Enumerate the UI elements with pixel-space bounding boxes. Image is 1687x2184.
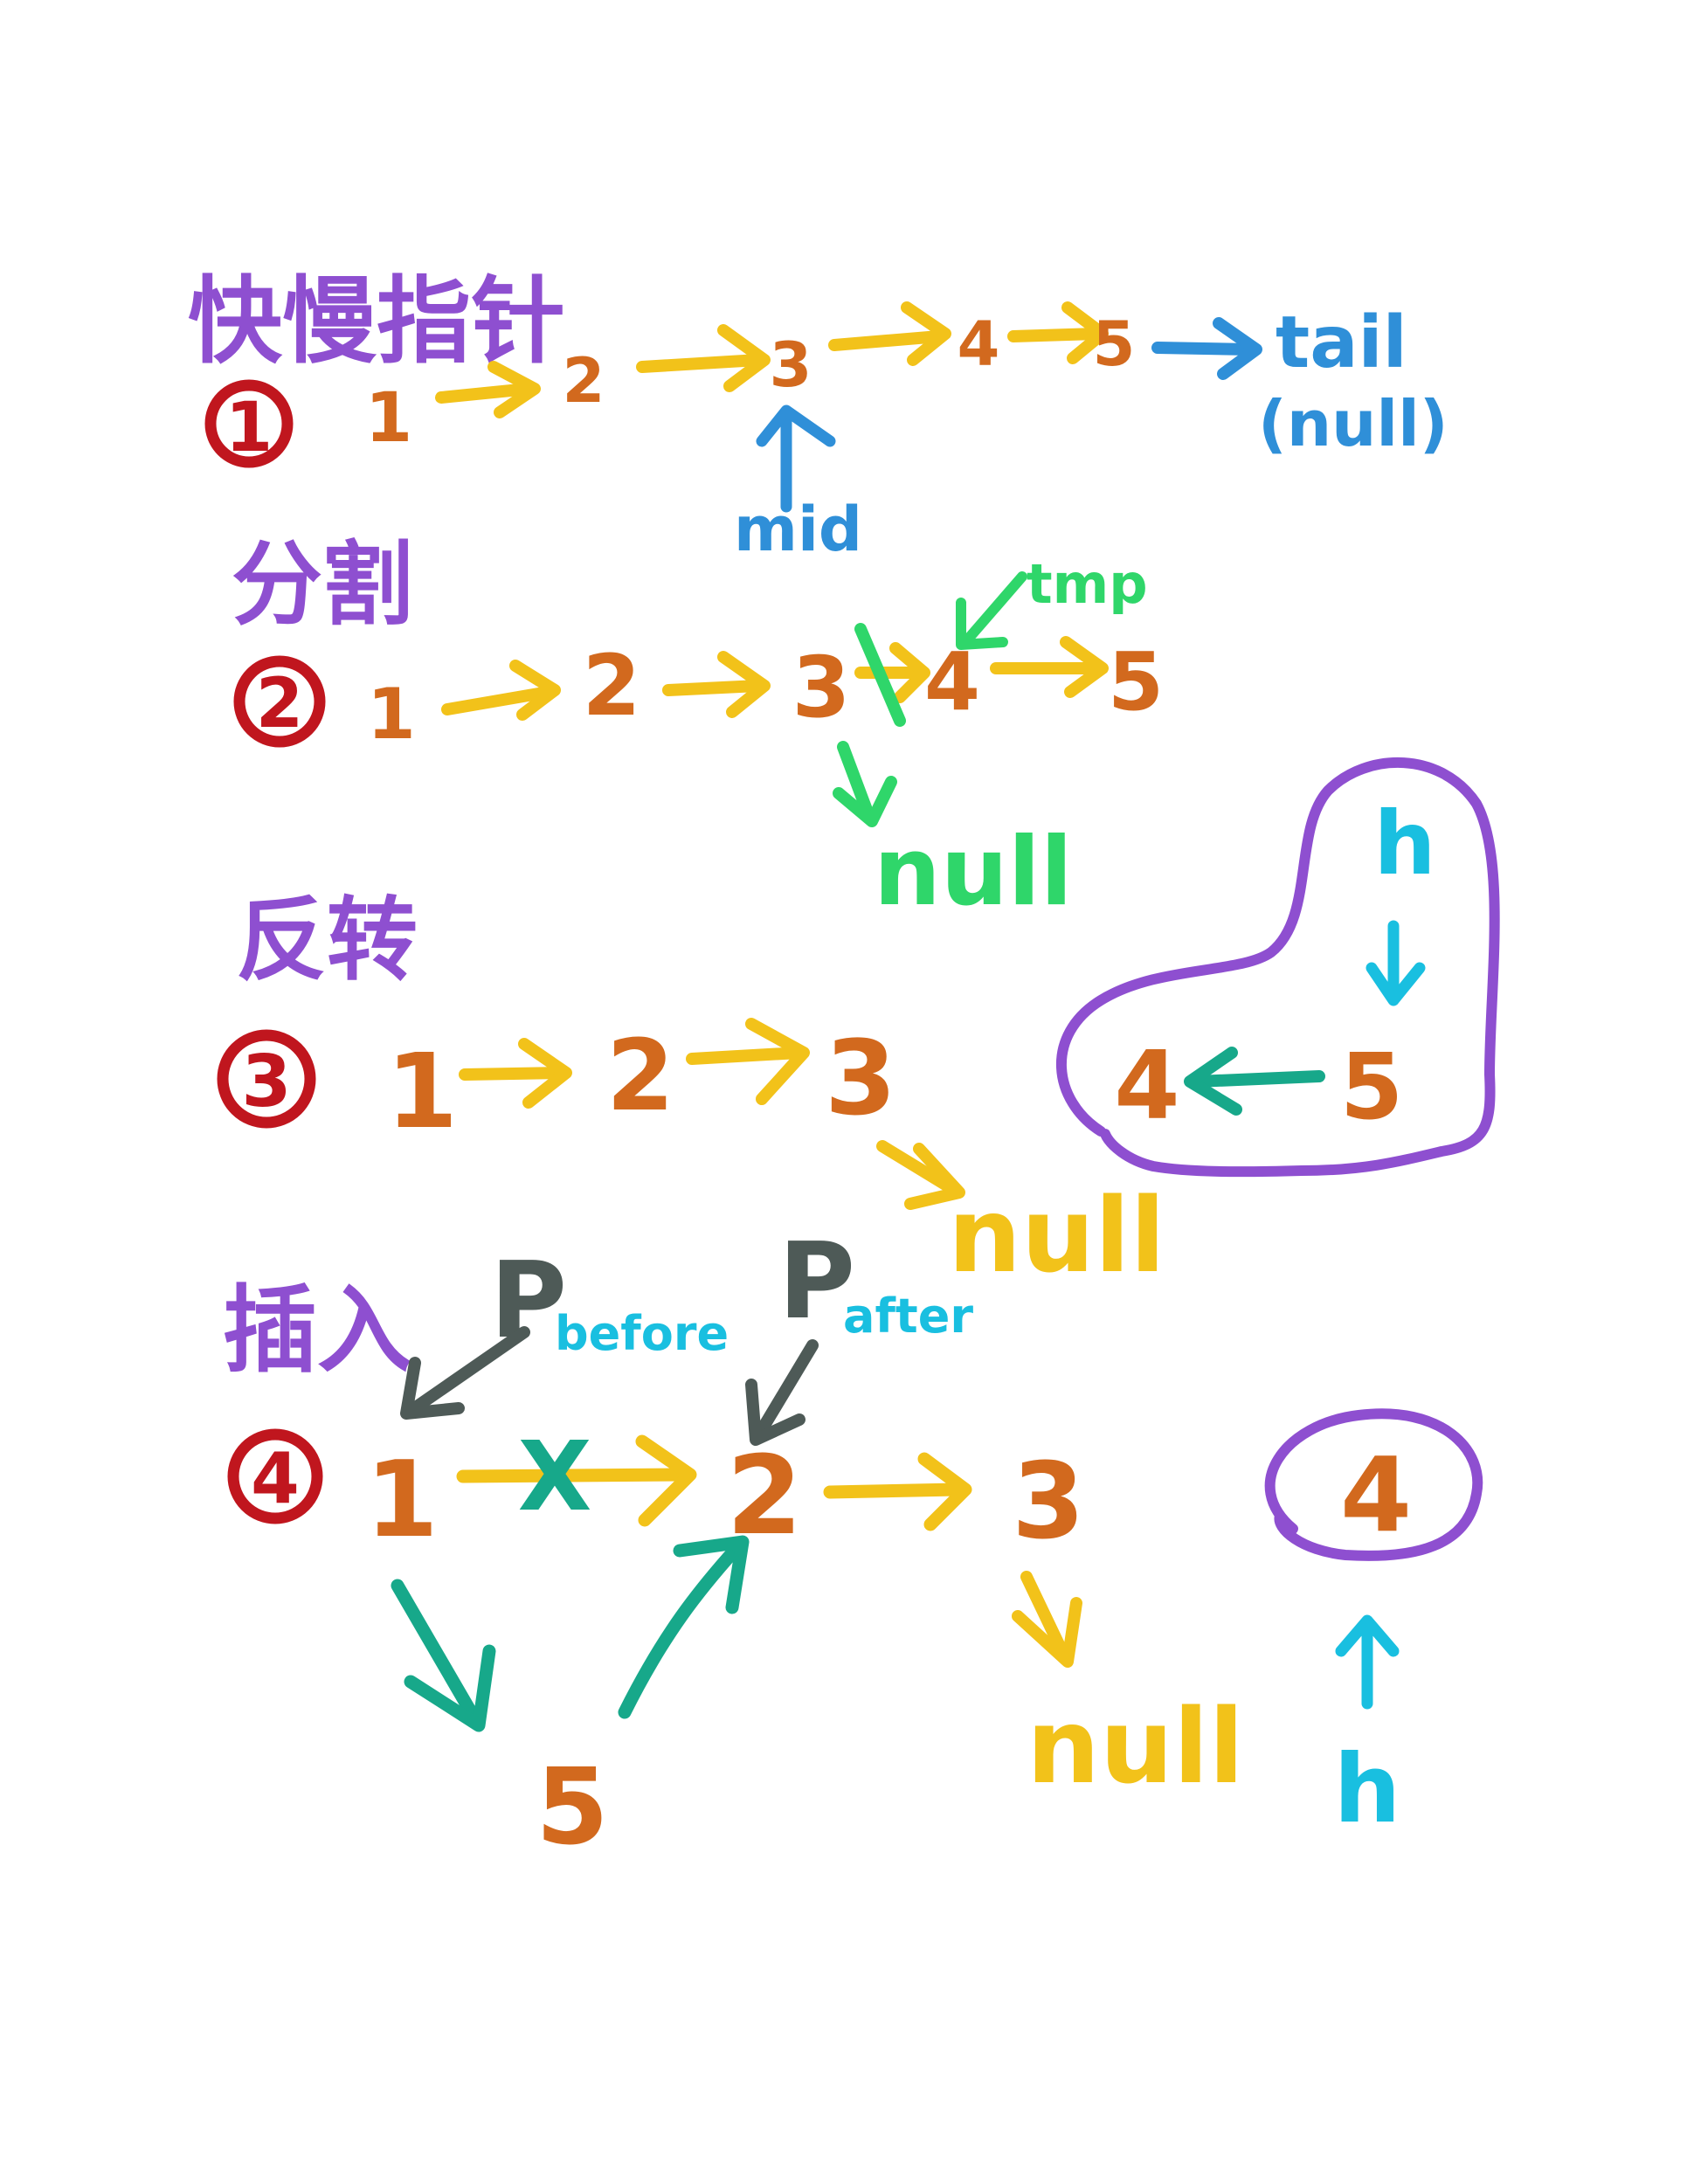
s4-h-label: h xyxy=(1334,1735,1401,1844)
s4-cross-mark: X xyxy=(518,1420,592,1532)
step-4-circle xyxy=(227,1428,323,1524)
step-1-number: 1 xyxy=(225,389,273,467)
s2-node-1: 1 xyxy=(367,674,416,755)
s2-node-4: 4 xyxy=(924,635,980,729)
s4-p-before-subscript: before xyxy=(555,1306,729,1361)
s4-arrow-2-3 xyxy=(823,1482,964,1499)
section-2-title: 分割 xyxy=(232,531,413,638)
s4-node-3: 3 xyxy=(1012,1441,1085,1563)
s1-mid-label: mid xyxy=(734,494,862,565)
s1-node-2: 2 xyxy=(563,345,605,417)
section-4-title: 插入 xyxy=(223,1276,411,1386)
s4-node-4: 4 xyxy=(1340,1434,1412,1555)
s1-tail-label: tail xyxy=(1276,301,1407,384)
section-4: 插入 4 P before P after 1 X 2 3 null 5 4 xyxy=(223,1221,1483,1869)
step-2-number: 2 xyxy=(256,665,303,743)
s3-arrow-1-2 xyxy=(459,1067,565,1081)
s3-node-5: 5 xyxy=(1340,1033,1403,1140)
s3-null-label: null xyxy=(948,1175,1165,1296)
s2-node-3: 3 xyxy=(792,639,851,736)
s2-cut-mark xyxy=(854,623,906,727)
section-3: 反转 3 1 2 3 null 4 5 h xyxy=(217,757,1500,1296)
s4-null-label: null xyxy=(1027,1686,1244,1807)
step-2-circle xyxy=(233,655,326,748)
s3-node-3: 3 xyxy=(825,1018,896,1138)
s4-p-after-label: P xyxy=(778,1221,855,1343)
s2-tmp-label: tmp xyxy=(1027,552,1148,616)
s4-node-5: 5 xyxy=(536,1747,609,1869)
s4-arrow-1-5 xyxy=(391,1579,483,1728)
section-2: 分割 2 1 2 3 4 5 tmp null xyxy=(232,531,1164,927)
s4-p-before-arrow xyxy=(404,1326,530,1417)
s1-node-4: 4 xyxy=(958,308,1000,380)
step-1-circle xyxy=(204,379,294,468)
s3-arrow-2-3 xyxy=(686,1047,805,1065)
s1-arrow-1-2 xyxy=(435,383,535,404)
s1-node-5: 5 xyxy=(1093,308,1136,380)
s3-node-1: 1 xyxy=(386,1031,458,1151)
s1-node-3: 3 xyxy=(770,329,812,401)
step-3-circle xyxy=(217,1029,316,1129)
s3-h-label: h xyxy=(1373,792,1435,895)
s2-arrow-1-2 xyxy=(441,686,555,715)
s2-tmp-arrow xyxy=(960,571,1027,647)
s3-reversed-group-outline xyxy=(1055,757,1500,1178)
s2-node-2: 2 xyxy=(583,637,641,735)
step-3-number: 3 xyxy=(241,1040,291,1123)
s3-arrow-5-4 xyxy=(1191,1070,1325,1088)
s4-p-after-subscript: after xyxy=(843,1289,973,1344)
s3-node-4: 4 xyxy=(1114,1032,1179,1141)
s3-node-2: 2 xyxy=(606,1019,674,1133)
section-1: 快慢指针 1 1 2 3 4 5 tail (null) mid xyxy=(188,267,1448,565)
s2-null-label: null xyxy=(874,818,1073,927)
s1-tail-null-label: (null) xyxy=(1258,387,1448,460)
s2-node-5: 5 xyxy=(1108,635,1164,729)
s1-arrow-4-5 xyxy=(1007,328,1103,342)
s4-p-after-arrow xyxy=(754,1339,819,1439)
s4-null-arrow xyxy=(1020,1571,1070,1662)
s1-arrow-5-tail xyxy=(1151,342,1255,356)
s2-null-arrow xyxy=(837,741,875,823)
s4-arrow-5-2 xyxy=(618,1539,745,1719)
section-1-title: 快慢指针 xyxy=(188,267,565,377)
s4-arrow-1-2-removed xyxy=(456,1468,688,1483)
s2-arrow-2-3 xyxy=(662,680,764,696)
step-4-number: 4 xyxy=(251,1438,300,1519)
s1-node-1: 1 xyxy=(365,379,412,458)
s4-node-4-outline xyxy=(1264,1408,1483,1561)
s1-arrow-3-4 xyxy=(828,330,945,351)
s4-node-1: 1 xyxy=(365,1440,439,1561)
s1-arrow-2-3 xyxy=(636,354,764,373)
section-3-title: 反转 xyxy=(236,887,418,993)
